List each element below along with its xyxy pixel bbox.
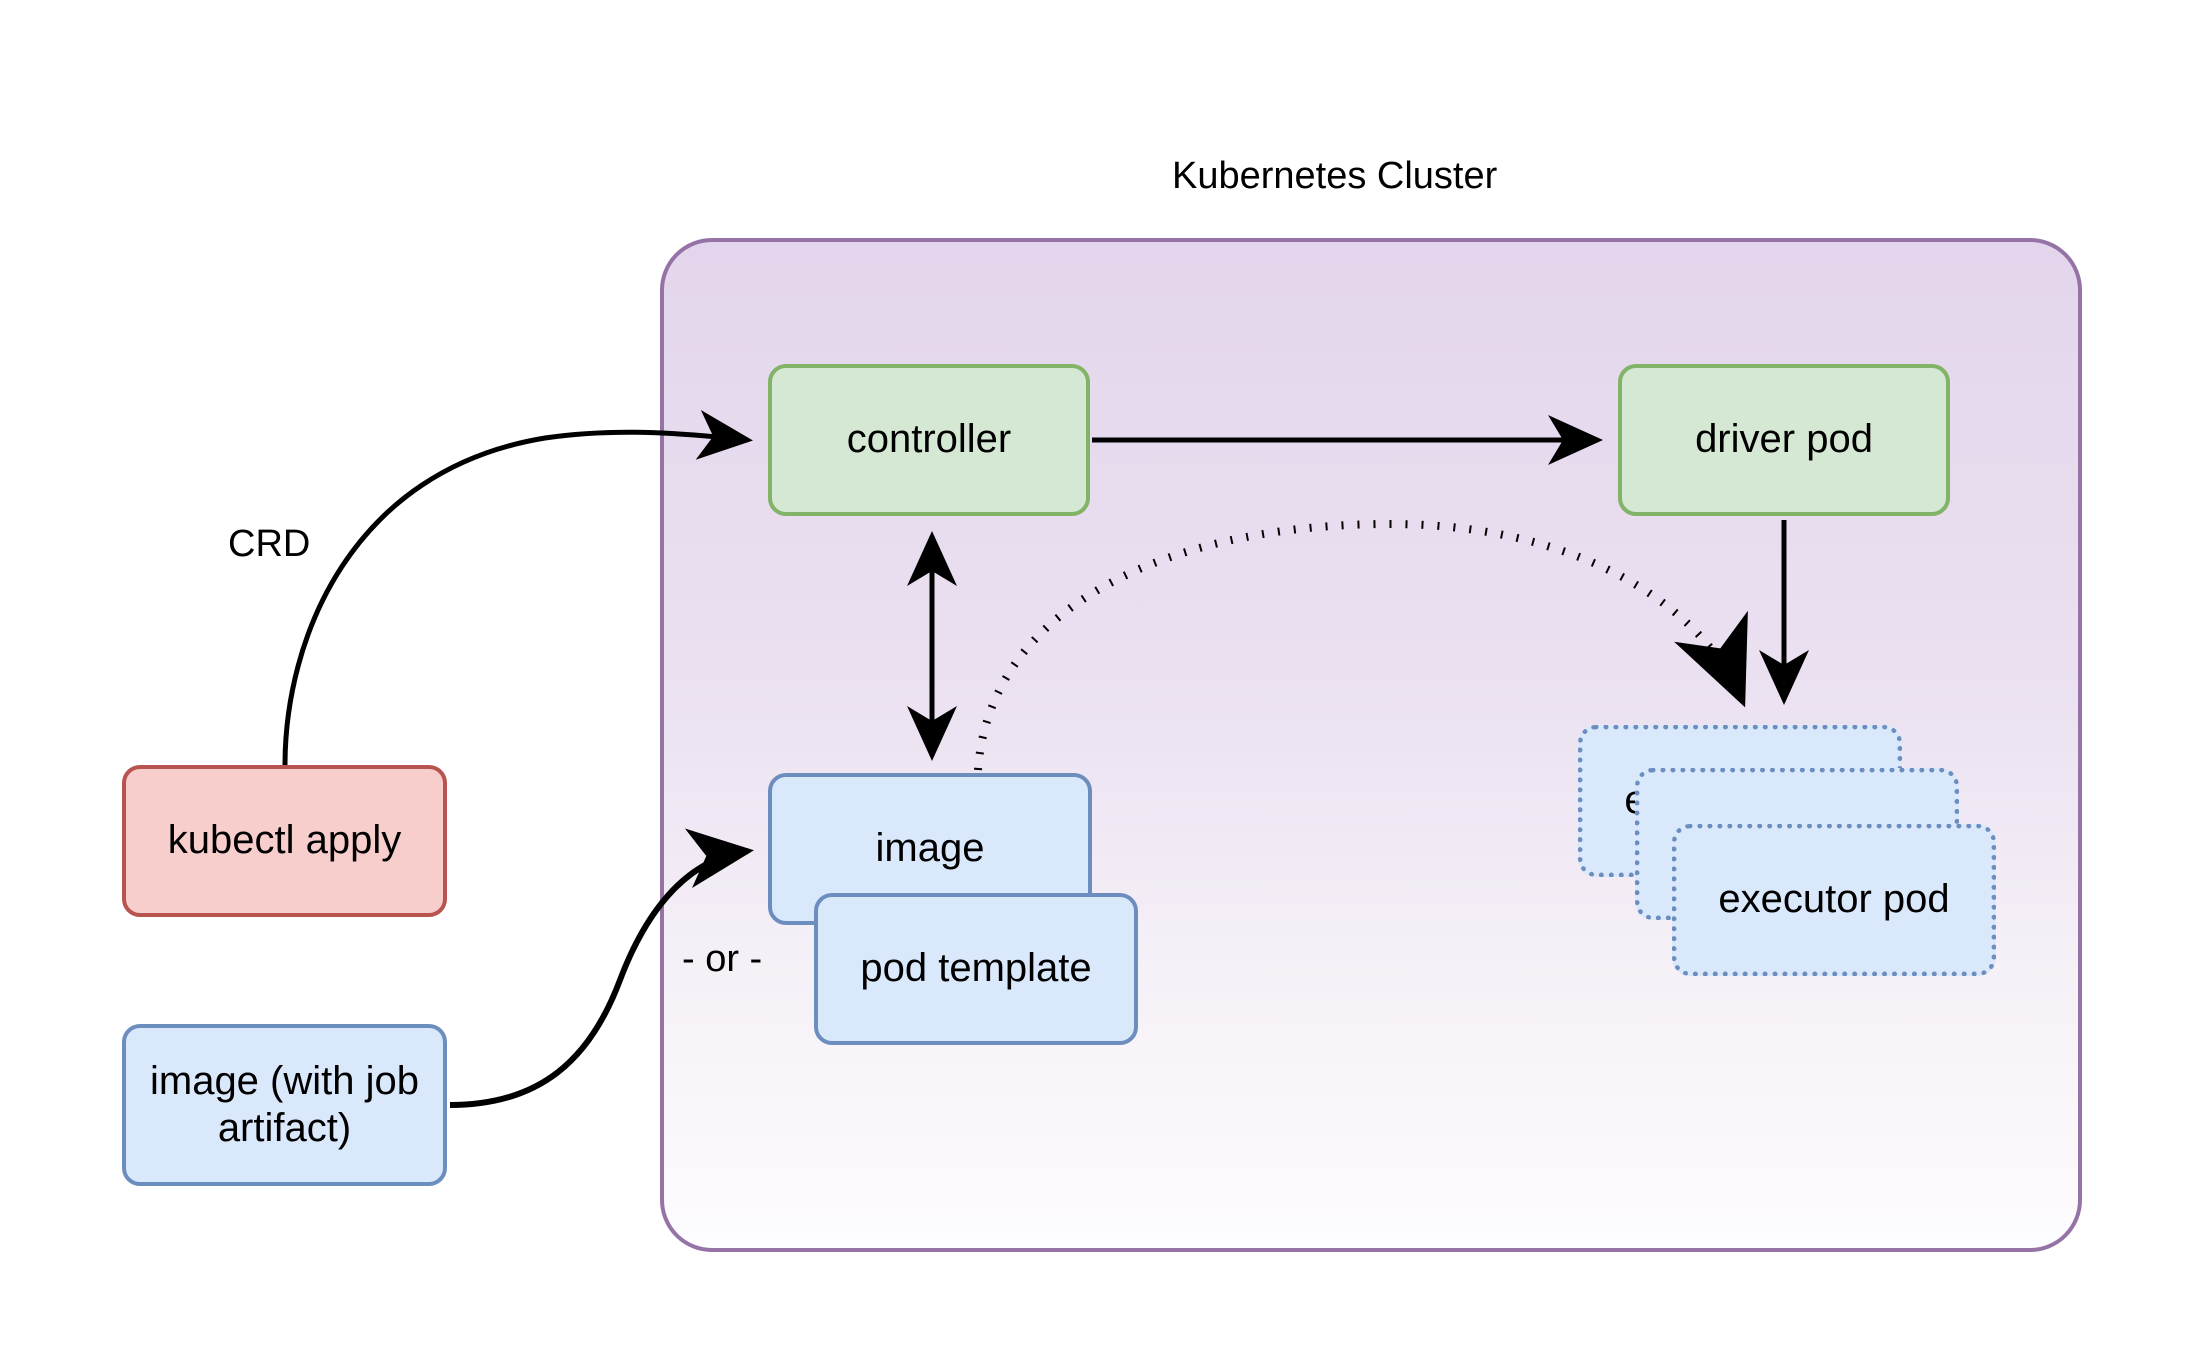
node-kubectl-apply[interactable]: kubectl apply [122,765,447,917]
node-image-with-job-artifact-label: image (with job artifact) [149,1058,419,1150]
node-kubectl-apply-label: kubectl apply [167,818,402,863]
node-driver-pod[interactable]: driver pod [1618,364,1950,516]
node-controller[interactable]: controller [768,364,1090,516]
cluster-title: Kubernetes Cluster [1172,155,1498,197]
node-driver-pod-label: driver pod [1695,417,1873,462]
node-image-with-job-artifact[interactable]: image (with job artifact) [122,1024,447,1186]
edge-label-or: - or - [682,938,763,980]
node-executor-pod-front[interactable]: executor pod [1672,824,1996,976]
edge-image-artifact-to-image [449,828,754,1108]
node-pod-template-label: pod template [860,946,1092,991]
edge-kubectl-to-controller [282,409,753,766]
node-controller-label: controller [846,417,1012,462]
node-pod-template[interactable]: pod template [814,893,1138,1045]
node-image-label: image [875,826,985,871]
edge-label-crd: CRD [228,523,311,565]
node-executor-pod-front-label: executor pod [1718,877,1950,922]
